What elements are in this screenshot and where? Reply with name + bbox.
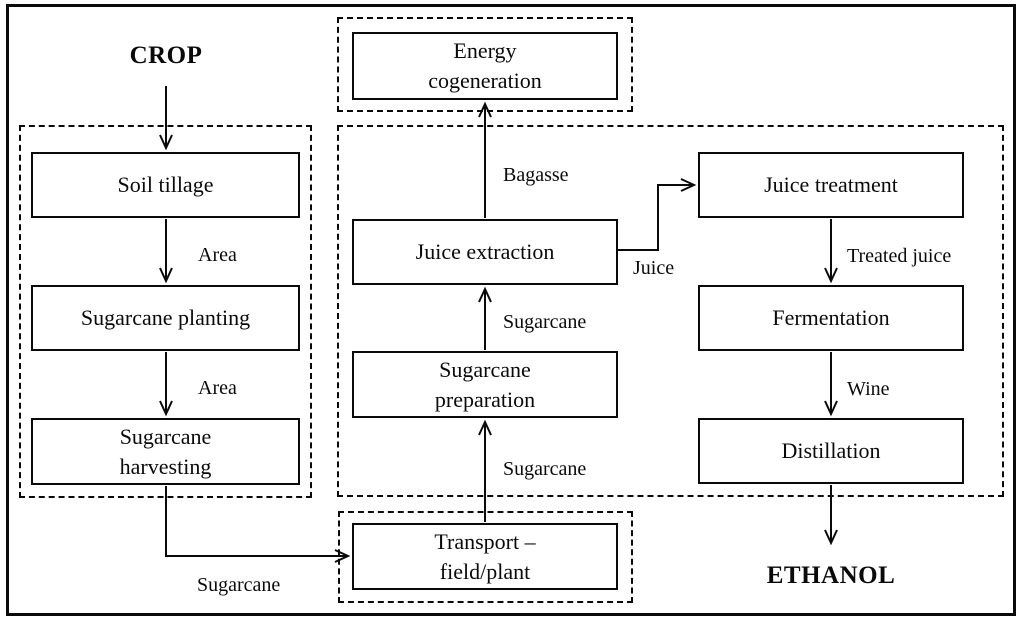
transport-field-plant-box: Transport – field/plant xyxy=(352,523,618,590)
sugarcane-planting-box: Sugarcane planting xyxy=(31,285,300,351)
sugarcane-preparation-box: Sugarcane preparation xyxy=(352,351,618,418)
ethanol-terminal-label: ETHANOL xyxy=(766,562,896,589)
flow-label-wine: Wine xyxy=(847,378,890,400)
outer-border xyxy=(6,4,1016,616)
flow-label-area-2: Area xyxy=(198,377,237,399)
flow-label-treated-juice: Treated juice xyxy=(847,245,952,267)
flow-label-sugarcane-field: Sugarcane xyxy=(197,574,281,596)
flow-label-sugarcane-preparation: Sugarcane xyxy=(503,311,587,333)
juice-treatment-box: Juice treatment xyxy=(698,152,964,218)
transport-field-plant-label: Transport – field/plant xyxy=(434,528,536,584)
soil-tillage-box: Soil tillage xyxy=(31,152,300,218)
sugarcane-harvesting-box: Sugarcane harvesting xyxy=(31,418,300,485)
juice-extraction-label: Juice extraction xyxy=(415,239,555,265)
soil-tillage-label: Soil tillage xyxy=(117,172,214,198)
ethanol-plant-container xyxy=(337,125,1004,497)
sugarcane-preparation-label: Sugarcane preparation xyxy=(434,356,536,412)
energy-cogeneration-box: Energy cogeneration xyxy=(352,32,618,100)
distillation-label: Distillation xyxy=(781,438,881,464)
fermentation-label: Fermentation xyxy=(772,305,890,331)
fermentation-box: Fermentation xyxy=(698,285,964,351)
flow-label-bagasse: Bagasse xyxy=(503,164,569,186)
flow-label-juice: Juice xyxy=(633,257,675,279)
juice-extraction-box: Juice extraction xyxy=(352,219,618,285)
flow-label-area-1: Area xyxy=(198,244,237,266)
energy-cogeneration-label: Energy cogeneration xyxy=(428,38,542,93)
crop-terminal-label: CROP xyxy=(129,42,203,69)
sugarcane-planting-label: Sugarcane planting xyxy=(80,305,251,331)
juice-treatment-label: Juice treatment xyxy=(764,172,898,198)
distillation-box: Distillation xyxy=(698,418,964,484)
sugarcane-harvesting-label: Sugarcane harvesting xyxy=(119,423,212,479)
flow-label-sugarcane-transport: Sugarcane xyxy=(503,458,587,480)
